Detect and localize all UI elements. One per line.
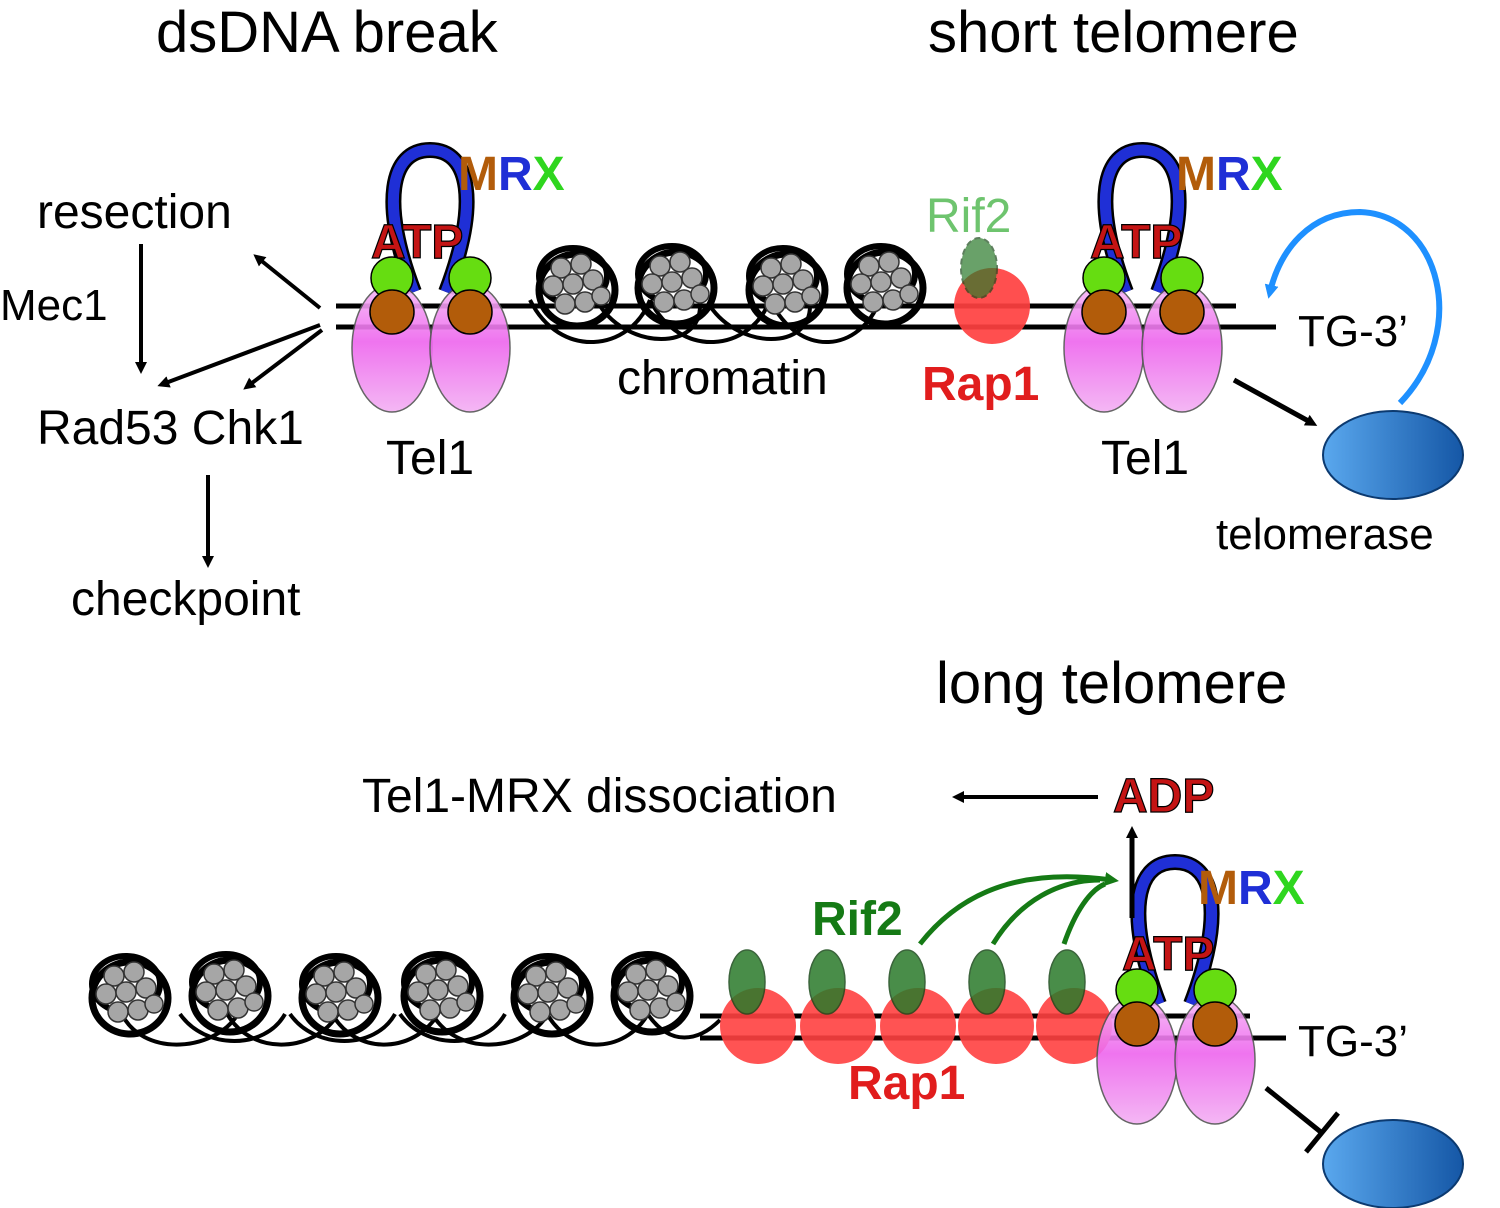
telomerase-enzyme-inhibited (1322, 1119, 1464, 1208)
rif2-label-bottom: Rif2 (812, 893, 903, 946)
nucleosome (638, 246, 714, 324)
rif2-stimulation-arrows (918, 872, 1119, 946)
rif2-protein (888, 949, 926, 1015)
arrow-break-to-rad53 (157, 323, 321, 388)
nucleosome (92, 956, 168, 1034)
adp-label: ADP (1113, 770, 1214, 823)
telomerase-recruitment-arrow (1264, 208, 1443, 406)
telomerase-enzyme (1322, 410, 1464, 500)
bottom-chromatin-linkers (118, 1008, 722, 1047)
svg-text:MRX: MRX (1176, 148, 1283, 201)
nucleosome (847, 246, 923, 324)
resection-label: resection (37, 186, 232, 239)
mec1-label: Mec1 (0, 281, 108, 330)
signaling-arrows (135, 244, 324, 568)
heading-short-telomere: short telomere (928, 0, 1299, 65)
rif2-protein (1048, 949, 1086, 1015)
atp-label-break: ATP (371, 216, 463, 269)
rif2-faded-label: Rif2 (926, 190, 1011, 243)
arrow-to-resection (253, 254, 322, 310)
tel1-label-short: Tel1 (1101, 432, 1189, 485)
tg3-label-bottom: TG-3’ (1298, 1017, 1408, 1066)
rif2-protein (728, 949, 766, 1015)
atp-label-short: ATP (1090, 216, 1182, 269)
tel1-to-telomerase-arrow (1232, 377, 1318, 426)
tg3-label-top: TG-3’ (1298, 307, 1408, 356)
chromatin-label: chromatin (617, 352, 828, 405)
nucleosome (404, 954, 480, 1032)
checkpoint-label: checkpoint (71, 573, 300, 626)
rap1-label-top: Rap1 (922, 358, 1039, 411)
svg-text:MRX: MRX (458, 148, 565, 201)
telomerase-inhibition (1264, 1086, 1340, 1154)
mrx-label-short: MRX (1176, 148, 1283, 201)
mrx-label-break: MRX (458, 148, 565, 201)
atp-label-long: ATP (1122, 928, 1214, 981)
rif2-array (728, 949, 1086, 1015)
tel1-label-break: Tel1 (386, 432, 474, 485)
svg-text:MRX: MRX (1198, 862, 1305, 915)
telomerase-label: telomerase (1216, 510, 1434, 559)
rif2-protein (968, 949, 1006, 1015)
nucleosome (539, 248, 615, 326)
dissociation-label: Tel1-MRX dissociation (362, 770, 837, 823)
top-nucleosomes (539, 246, 923, 326)
rap1-label-bottom: Rap1 (848, 1057, 965, 1110)
mrx-label-long: MRX (1198, 862, 1305, 915)
heading-dsdna-break: dsDNA break (156, 0, 499, 65)
nucleosome (749, 248, 825, 326)
rif2-protein (808, 949, 846, 1015)
rad53-chk1-label: Rad53 Chk1 (37, 402, 304, 455)
arrow-break-to-chk1 (243, 328, 324, 390)
rif2-protein-faded (960, 237, 998, 299)
heading-long-telomere: long telomere (936, 651, 1287, 716)
